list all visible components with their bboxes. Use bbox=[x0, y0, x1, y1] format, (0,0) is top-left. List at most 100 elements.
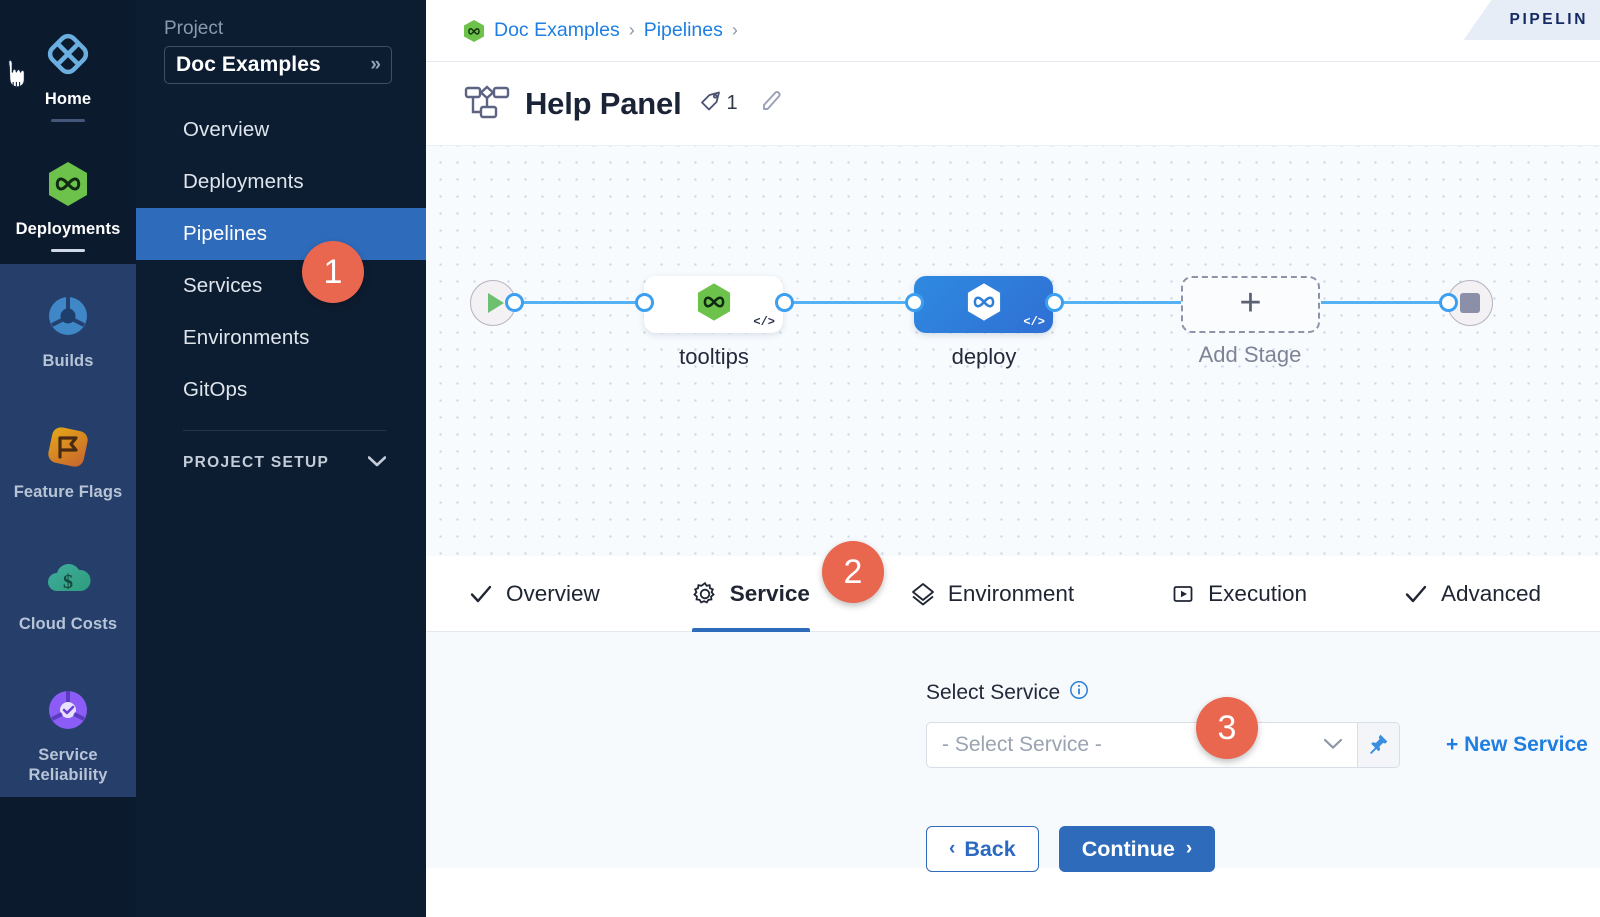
pipeline-graph: </> tooltips </> deploy bbox=[426, 146, 1600, 556]
play-icon bbox=[487, 293, 504, 313]
sidebar-item-deployments[interactable]: Deployments bbox=[136, 156, 426, 208]
info-icon[interactable] bbox=[1069, 680, 1089, 706]
sidebar-item-label: Environments bbox=[183, 326, 310, 349]
continue-button[interactable]: Continue › bbox=[1058, 826, 1216, 872]
edit-pencil-icon[interactable] bbox=[758, 87, 784, 120]
add-stage-button[interactable]: + bbox=[1181, 276, 1320, 333]
project-setup-section[interactable]: PROJECT SETUP bbox=[136, 454, 426, 472]
tab-advanced[interactable]: Advanced bbox=[1403, 556, 1541, 632]
rail-item-label: Deployments bbox=[15, 220, 121, 239]
stage-node-deploy[interactable]: </> bbox=[914, 276, 1053, 333]
port-tooltips-in[interactable] bbox=[635, 293, 654, 312]
sidebar-item-environments[interactable]: Environments bbox=[136, 312, 426, 364]
sidebar-item-pipelines[interactable]: Pipelines bbox=[136, 208, 426, 260]
stage-label-deploy: deploy bbox=[951, 344, 1017, 369]
callout-badge-1: 1 bbox=[302, 241, 364, 303]
project-setup-label: PROJECT SETUP bbox=[183, 454, 330, 471]
back-button-label: Back bbox=[964, 836, 1016, 861]
check-icon bbox=[1403, 581, 1429, 607]
sidebar-item-gitops[interactable]: GitOps bbox=[136, 364, 426, 416]
pipeline-graph-icon bbox=[463, 84, 511, 124]
port-deploy-in[interactable] bbox=[905, 293, 924, 312]
sidebar-divider bbox=[183, 430, 386, 431]
stage-config-tabs: Overview Service bbox=[426, 556, 1600, 632]
breadcrumb-link-pipelines[interactable]: Pipelines bbox=[643, 19, 723, 41]
sidebar-item-label: Pipelines bbox=[183, 222, 268, 245]
port-deploy-out[interactable] bbox=[1045, 293, 1064, 312]
edge-start-to-tooltips bbox=[516, 301, 645, 304]
add-stage-label: Add Stage bbox=[1198, 342, 1302, 367]
tab-execution[interactable]: Execution bbox=[1170, 556, 1307, 632]
module-rail: Home Deployments bbox=[0, 0, 136, 917]
rail-item-cloud-costs[interactable]: $ Cloud Costs bbox=[0, 515, 136, 646]
tab-label: Service bbox=[729, 580, 810, 606]
breadcrumb-separator: › bbox=[628, 20, 635, 40]
select-service-dropdown[interactable]: - Select Service - bbox=[926, 722, 1358, 768]
chevron-left-icon: ‹ bbox=[949, 838, 956, 859]
port-tooltips-out[interactable] bbox=[775, 293, 794, 312]
check-icon bbox=[468, 581, 494, 607]
tab-label: Advanced bbox=[1440, 580, 1542, 606]
project-selector[interactable]: Doc Examples » bbox=[164, 46, 392, 84]
pipeline-canvas[interactable]: </> tooltips </> deploy bbox=[426, 145, 1600, 556]
back-button[interactable]: ‹ Back bbox=[926, 826, 1039, 872]
stage-node-tooltips[interactable]: </> bbox=[644, 276, 783, 333]
rail-item-label: Cloud Costs bbox=[18, 614, 118, 633]
breadcrumb: Doc Examples › Pipelines › PIPELIN bbox=[426, 0, 1600, 62]
callout-badge-3: 3 bbox=[1196, 697, 1258, 759]
rail-group-blue: Builds Feature Flags bbox=[0, 264, 136, 797]
rail-item-home[interactable]: Home bbox=[0, 14, 136, 134]
stage-label-tooltips: tooltips bbox=[679, 344, 749, 369]
chevron-double-right-icon: » bbox=[370, 54, 381, 75]
tag-icon bbox=[698, 88, 724, 119]
select-service-row: - Select Service - bbox=[926, 722, 1600, 768]
gear-icon bbox=[692, 581, 718, 607]
svg-text:$: $ bbox=[63, 571, 73, 593]
project-sidebar: Project Doc Examples » Overview Deployme… bbox=[136, 0, 426, 917]
cloud-costs-icon: $ bbox=[42, 553, 94, 605]
tag-count: 1 bbox=[726, 92, 738, 114]
project-selector-value: Doc Examples bbox=[176, 53, 321, 76]
tab-label: Execution bbox=[1208, 580, 1307, 606]
rail-group-dark: Home Deployments bbox=[0, 0, 136, 265]
sidebar-item-label: Deployments bbox=[183, 170, 304, 193]
code-badge-icon: </> bbox=[1023, 315, 1045, 329]
code-badge-icon: </> bbox=[753, 315, 775, 329]
breadcrumb-link-doc-examples[interactable]: Doc Examples bbox=[494, 19, 620, 41]
stop-icon bbox=[1460, 293, 1480, 313]
feature-flags-icon bbox=[42, 421, 94, 473]
tab-environment[interactable]: Environment bbox=[910, 556, 1074, 632]
tab-label: Environment bbox=[947, 580, 1075, 606]
new-service-link[interactable]: + New Service bbox=[1446, 733, 1588, 756]
tab-overview[interactable]: Overview bbox=[468, 556, 600, 632]
pin-service-button[interactable] bbox=[1358, 722, 1400, 768]
sidebar-item-label: GitOps bbox=[183, 378, 248, 401]
rail-item-feature-flags[interactable]: Feature Flags bbox=[0, 383, 136, 514]
tab-label: Overview bbox=[506, 580, 600, 606]
rail-item-deployments[interactable]: Deployments bbox=[0, 134, 136, 264]
home-diamond-icon bbox=[42, 28, 94, 80]
rail-active-underline bbox=[51, 249, 85, 253]
rail-item-builds[interactable]: Builds bbox=[0, 264, 136, 383]
sidebar-item-services[interactable]: Services bbox=[136, 260, 426, 312]
pipeline-end-node[interactable] bbox=[1447, 280, 1493, 326]
port-start-out[interactable] bbox=[505, 293, 524, 312]
service-config-panel: Select Service - Select Service - bbox=[426, 632, 1600, 872]
port-end-in[interactable] bbox=[1439, 293, 1458, 312]
ribbon-label: PIPELIN bbox=[1509, 11, 1588, 28]
edge-deploy-to-addstage bbox=[1056, 301, 1182, 304]
chevron-down-icon bbox=[1323, 735, 1343, 755]
pipeline-studio-ribbon: PIPELIN bbox=[1463, 0, 1600, 40]
select-service-label: Select Service bbox=[926, 681, 1061, 704]
rail-item-service-reliability[interactable]: Service Reliability bbox=[0, 646, 136, 797]
mouse-cursor-icon bbox=[2, 56, 32, 95]
main-content: Doc Examples › Pipelines › PIPELIN bbox=[426, 0, 1600, 917]
project-nav: Overview Deployments Pipelines Services … bbox=[136, 104, 426, 416]
sidebar-item-label: Services bbox=[183, 274, 263, 297]
tag-badge[interactable]: 1 bbox=[698, 88, 738, 119]
tab-service[interactable]: Service bbox=[691, 556, 810, 632]
page-header: Help Panel 1 VISUAL bbox=[426, 62, 1600, 188]
sidebar-item-overview[interactable]: Overview bbox=[136, 104, 426, 156]
callout-badge-2: 2 bbox=[822, 541, 884, 603]
form-actions: ‹ Back Continue › bbox=[926, 826, 1600, 872]
